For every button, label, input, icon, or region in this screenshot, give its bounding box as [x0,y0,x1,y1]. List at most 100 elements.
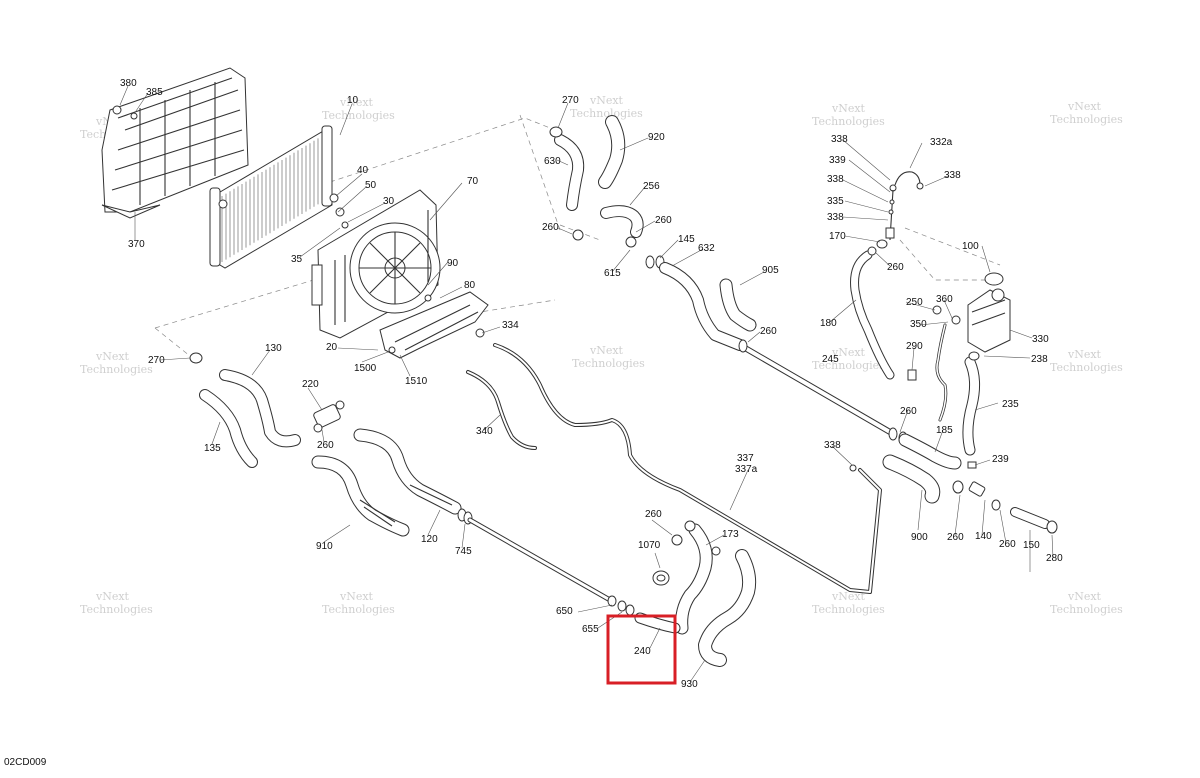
label-260-e[interactable]: 260 [887,262,904,273]
label-238[interactable]: 238 [1031,354,1048,365]
label-337[interactable]: 337 [737,453,754,464]
label-1510[interactable]: 1510 [405,376,428,387]
label-615[interactable]: 615 [604,268,621,279]
label-1070[interactable]: 1070 [638,540,661,551]
label-655[interactable]: 655 [582,624,599,635]
hose-185 [898,433,962,470]
label-173[interactable]: 173 [722,529,739,540]
label-338-d[interactable]: 338 [827,212,844,223]
hose-240 [634,612,681,634]
label-380[interactable]: 380 [120,78,137,89]
label-632[interactable]: 632 [698,243,715,254]
label-140[interactable]: 140 [975,531,992,542]
label-338-b[interactable]: 338 [827,174,844,185]
label-650[interactable]: 650 [556,606,573,617]
label-1500[interactable]: 1500 [354,363,377,374]
label-239[interactable]: 239 [992,454,1009,465]
label-256[interactable]: 256 [643,181,660,192]
label-135[interactable]: 135 [204,443,221,454]
label-370[interactable]: 370 [128,239,145,250]
watermark: vNext Technologies [80,350,153,376]
label-145[interactable]: 145 [678,234,695,245]
label-260-f[interactable]: 260 [900,406,917,417]
label-245[interactable]: 245 [822,354,839,365]
label-339[interactable]: 339 [829,155,846,166]
label-338-e[interactable]: 338 [824,440,841,451]
label-338-a[interactable]: 338 [831,134,848,145]
label-385[interactable]: 385 [146,87,163,98]
clamp-1070 [652,570,670,586]
label-20[interactable]: 20 [326,342,338,353]
label-220[interactable]: 220 [302,379,319,390]
svg-text:Technologies: Technologies [812,115,885,128]
watermark: vNext Technologies [322,590,395,616]
svg-text:Technologies: Technologies [812,603,885,616]
label-930[interactable]: 930 [681,679,698,690]
label-180[interactable]: 180 [820,318,837,329]
label-745[interactable]: 745 [455,546,472,557]
label-40[interactable]: 40 [357,165,369,176]
clamps-260-lower [671,520,721,556]
watermark: vNext Technologies [572,344,645,370]
label-250[interactable]: 250 [906,297,923,308]
label-335[interactable]: 335 [827,196,844,207]
svg-text:vNext: vNext [831,590,866,603]
label-185[interactable]: 185 [936,425,953,436]
svg-text:Technologies: Technologies [570,107,643,120]
hose-235 [962,356,981,456]
svg-text:Technologies: Technologies [322,603,395,616]
svg-text:vNext: vNext [831,102,866,115]
label-332a[interactable]: 332a [930,137,953,148]
label-100[interactable]: 100 [962,241,979,252]
label-70[interactable]: 70 [467,176,479,187]
svg-text:Technologies: Technologies [80,363,153,376]
label-330[interactable]: 330 [1032,334,1049,345]
label-260-d[interactable]: 260 [760,326,777,337]
clamp-250 [932,305,942,315]
label-910[interactable]: 910 [316,541,333,552]
label-35[interactable]: 35 [291,254,303,265]
label-260-c[interactable]: 260 [542,222,559,233]
label-350[interactable]: 350 [910,319,927,330]
label-260-i[interactable]: 260 [645,509,662,520]
label-130[interactable]: 130 [265,343,282,354]
label-120[interactable]: 120 [421,534,438,545]
clamp-270 [189,352,203,364]
label-10[interactable]: 10 [347,95,359,106]
label-334[interactable]: 334 [502,320,519,331]
label-30[interactable]: 30 [383,196,395,207]
line-245 [935,323,948,422]
label-337a[interactable]: 337a [735,464,758,475]
label-240[interactable]: 240 [634,646,651,657]
label-260-h[interactable]: 260 [999,539,1016,550]
label-270[interactable]: 270 [148,355,165,366]
label-905[interactable]: 905 [762,265,779,276]
label-360[interactable]: 360 [936,294,953,305]
label-80[interactable]: 80 [464,280,476,291]
label-90[interactable]: 90 [447,258,459,269]
label-340[interactable]: 340 [476,426,493,437]
label-50[interactable]: 50 [365,180,377,191]
hose-135 [199,389,258,468]
clamps-260 [572,229,665,269]
label-290[interactable]: 290 [906,341,923,352]
label-900[interactable]: 900 [911,532,928,543]
label-260-g[interactable]: 260 [947,532,964,543]
label-235[interactable]: 235 [1002,399,1019,410]
label-338-c[interactable]: 338 [944,170,961,181]
fitting-360 [951,315,961,325]
label-260[interactable]: 260 [317,440,334,451]
svg-text:Technologies: Technologies [1050,361,1123,374]
svg-text:vNext: vNext [831,346,866,359]
long-tube [467,517,635,616]
label-280[interactable]: 280 [1046,553,1063,564]
svg-text:Technologies: Technologies [1050,603,1123,616]
label-170[interactable]: 170 [829,231,846,242]
label-150[interactable]: 150 [1023,540,1040,551]
label-270-top[interactable]: 270 [562,95,579,106]
label-260-b[interactable]: 260 [655,215,672,226]
label-920[interactable]: 920 [648,132,665,143]
svg-text:Technologies: Technologies [812,359,885,372]
label-630[interactable]: 630 [544,156,561,167]
